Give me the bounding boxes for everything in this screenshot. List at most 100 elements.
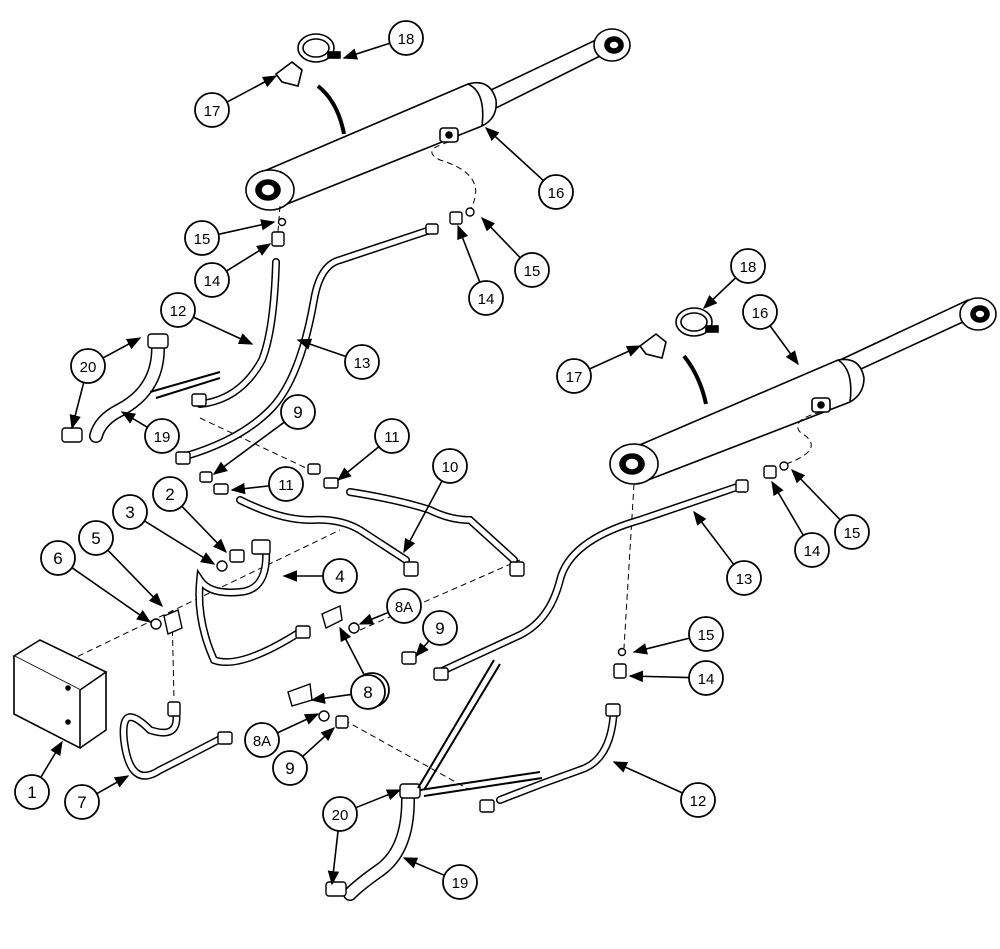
callout-circle: [268, 466, 304, 502]
callout-circle: [388, 20, 424, 56]
callout-circle: [468, 280, 504, 316]
callout-circle: [432, 448, 468, 484]
callout-c13b: 13: [726, 560, 762, 596]
callout-number: 15: [698, 627, 715, 644]
callout-circle: [688, 616, 724, 652]
callout-c9b: 9: [422, 610, 458, 646]
callout-circle: [442, 864, 478, 900]
callout-number: 3: [125, 503, 134, 522]
clamp-block-right: [638, 332, 667, 359]
leader-arrow: [212, 421, 285, 475]
callout-c20b: 20: [322, 796, 358, 832]
callout-number: 17: [204, 103, 221, 120]
callout-c1: 1: [14, 774, 50, 810]
callout-number: 8: [363, 683, 372, 702]
callout-c14d: 14: [688, 660, 724, 696]
callout-c20a: 20: [70, 348, 106, 384]
callout-circle: [514, 252, 550, 288]
callout-c11a: 11: [374, 418, 410, 454]
callout-circle: [680, 782, 716, 818]
leader-arrow: [612, 761, 683, 794]
leader-arrow: [102, 337, 142, 359]
leader-arrow: [107, 549, 164, 608]
callout-number: 14: [698, 671, 715, 688]
leader-arrow: [484, 127, 544, 182]
callout-number: 18: [398, 31, 415, 48]
tie-wrap-lines: [149, 371, 543, 797]
leader-arrow: [769, 325, 799, 366]
leader-arrow: [96, 775, 130, 795]
leader-lines: [40, 42, 841, 886]
callout-number: 18: [740, 259, 757, 276]
leader-arrow: [702, 277, 737, 309]
callout-circle: [344, 344, 380, 380]
callout-number: 6: [53, 549, 62, 568]
callout-c13a: 13: [344, 344, 380, 380]
leader-arrow: [327, 830, 340, 886]
callout-circle: [422, 610, 458, 646]
callout-c2: 2: [152, 476, 188, 512]
leader-arrow: [296, 338, 347, 358]
leader-arrow: [336, 446, 380, 481]
assembly-arrow-right: [682, 354, 708, 405]
assembly-arrow-top: [316, 84, 346, 135]
callout-circle: [160, 292, 196, 328]
callout-c11b: 11: [268, 466, 304, 502]
leader-arrow: [193, 316, 254, 345]
callout-c7: 7: [64, 784, 100, 820]
callout-circle: [742, 294, 778, 330]
callout-circle: [78, 520, 114, 556]
callout-number: 8A: [395, 599, 413, 616]
callout-c5: 5: [78, 520, 114, 556]
callout-number: 2: [165, 485, 174, 504]
callout-number: 7: [77, 793, 86, 812]
callout-c3: 3: [112, 494, 148, 530]
callout-number: 14: [478, 291, 495, 308]
callout-c17b: 17: [556, 358, 592, 394]
leader-arrow: [69, 382, 85, 430]
callout-number: 20: [80, 359, 97, 376]
callout-circle: [144, 418, 180, 454]
callout-number: 14: [804, 543, 821, 560]
fittings: [61, 207, 789, 897]
callout-number: 15: [194, 231, 211, 248]
leader-arrow: [277, 713, 320, 734]
callout-number: 12: [170, 303, 187, 320]
callout-c14c: 14: [794, 532, 830, 568]
callout-circle: [152, 476, 188, 512]
callout-c14b: 14: [468, 280, 504, 316]
callout-circle: [834, 514, 870, 550]
leader-arrow: [342, 42, 391, 60]
callout-c16b: 16: [742, 294, 778, 330]
leader-arrow: [40, 740, 63, 778]
callout-number: 13: [736, 571, 753, 588]
leader-arrow: [144, 520, 216, 565]
callout-number: 14: [204, 273, 221, 290]
callout-number: 15: [844, 525, 861, 542]
callout-number: 8A: [253, 733, 271, 750]
callout-number: 11: [278, 477, 294, 494]
callout-c19b: 19: [442, 864, 478, 900]
callout-number: 17: [566, 369, 583, 386]
leader-arrow: [230, 482, 270, 495]
callout-number: 4: [335, 567, 344, 586]
callout-c17a: 17: [194, 92, 230, 128]
hose-clamp-top: [297, 33, 341, 63]
callout-number: 9: [435, 619, 444, 638]
callout-circle: [40, 540, 76, 576]
callout-circle: [244, 722, 280, 758]
callout-c9c: 9: [272, 750, 308, 786]
callout-c18a: 18: [388, 20, 424, 56]
callout-c12b: 12: [680, 782, 716, 818]
callout-circle: [730, 248, 766, 284]
leader-arrow: [226, 75, 278, 103]
callout-circle: [184, 220, 220, 256]
callout-circle: [350, 674, 386, 710]
callout-number: 19: [154, 429, 171, 446]
callout-c15c: 15: [834, 514, 870, 550]
callout-circle: [14, 774, 50, 810]
callout-number: 20: [332, 807, 349, 824]
callout-number: 16: [548, 185, 565, 202]
callout-c16a: 16: [538, 174, 574, 210]
leader-arrow: [302, 727, 336, 758]
